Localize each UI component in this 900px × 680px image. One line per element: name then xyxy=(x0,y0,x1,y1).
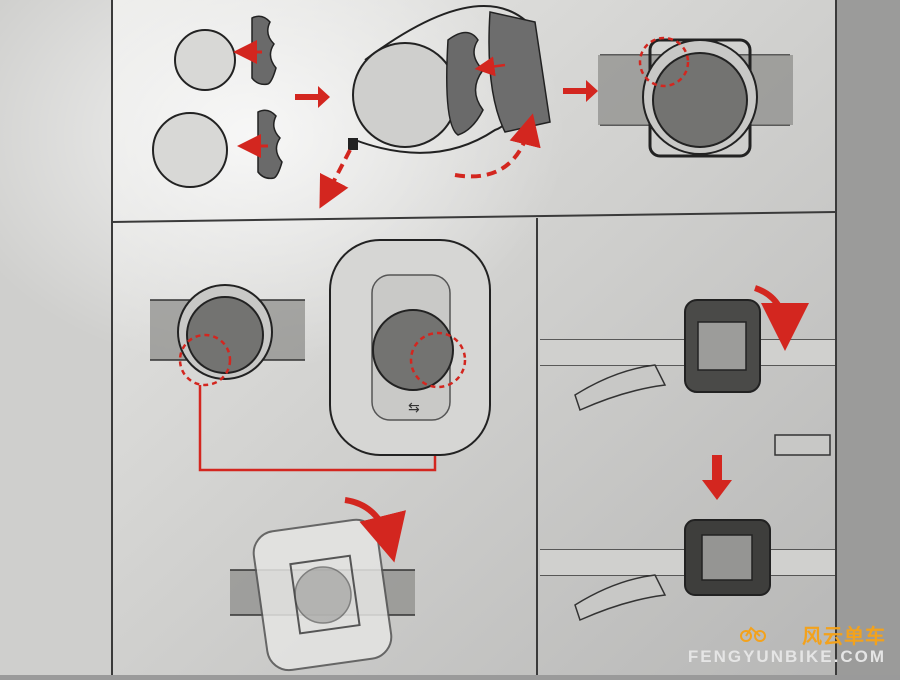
next-step-arrow-1 xyxy=(295,86,330,108)
step-rubber-pads xyxy=(152,15,283,188)
usb-icon: ⇆ xyxy=(408,400,420,416)
bike-logo-icon xyxy=(740,626,766,642)
next-step-arrow-2 xyxy=(563,80,598,102)
step-rotate-device xyxy=(230,497,415,672)
site-watermark: 风云单车 FENGYUNBIKE.COM xyxy=(688,620,886,667)
step-device-mounted-before xyxy=(540,285,835,456)
step-align-device: ⇆ xyxy=(150,239,491,472)
down-arrow xyxy=(702,455,732,500)
step-strap-wrap xyxy=(319,5,551,209)
step-device-mounted-after xyxy=(540,519,835,622)
watermark-chinese: 风云单车 xyxy=(802,624,886,648)
panel-borders xyxy=(111,0,837,675)
watermark-english: FENGYUNBIKE.COM xyxy=(687,647,886,666)
step-mount-on-bar xyxy=(598,36,793,158)
